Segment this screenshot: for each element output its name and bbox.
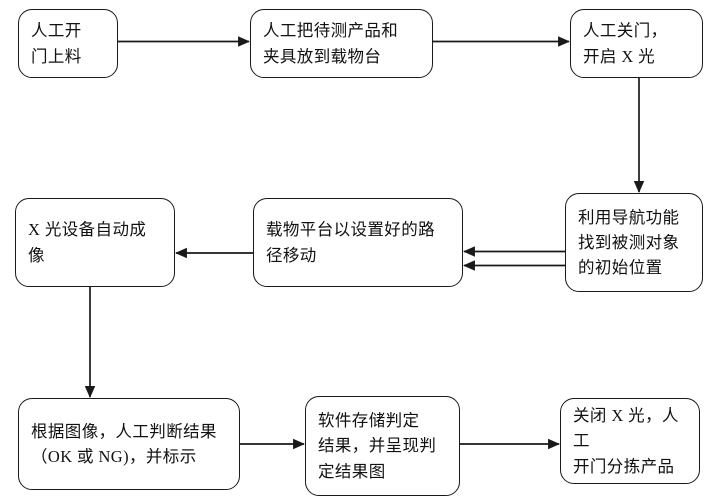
node-navigate-to-initial-position[interactable]: 利用导航功能 找到被测对象 的初始位置 (565, 193, 703, 292)
node-close-xray-sort-product[interactable]: 关闭 X 光，人工 开门分拣产品 (560, 398, 700, 484)
node-software-store-result[interactable]: 软件存储判定 结果，并呈现判 定结果图 (305, 396, 460, 496)
node-stage-moves-along-path[interactable]: 载物平台以设置好的路 径移动 (253, 198, 463, 287)
node-label: X 光设备自动成 像 (28, 220, 147, 265)
node-manual-judge-result[interactable]: 根据图像，人工判断结果 （OK 或 NG)，并标示 (18, 398, 240, 490)
node-label: 人工关门， 开启 X 光 (583, 21, 668, 66)
node-label: 关闭 X 光，人工 开门分拣产品 (573, 406, 679, 476)
node-label: 人工开 门上料 (31, 21, 82, 66)
node-place-product-and-fixture[interactable]: 人工把待测产品和 夹具放到载物台 (250, 9, 433, 78)
node-label: 软件存储判定 结果，并呈现判 定结果图 (318, 411, 437, 481)
node-label: 人工把待测产品和 夹具放到载物台 (263, 21, 399, 66)
node-label: 利用导航功能 找到被测对象 的初始位置 (578, 207, 680, 278)
node-close-door-start-xray[interactable]: 人工关门， 开启 X 光 (570, 9, 703, 78)
node-label: 根据图像，人工判断结果 （OK 或 NG)，并标示 (31, 421, 217, 466)
node-xray-auto-imaging[interactable]: X 光设备自动成 像 (15, 198, 175, 287)
node-label: 载物平台以设置好的路 径移动 (266, 220, 435, 265)
node-manual-open-door-load[interactable]: 人工开 门上料 (18, 9, 118, 78)
